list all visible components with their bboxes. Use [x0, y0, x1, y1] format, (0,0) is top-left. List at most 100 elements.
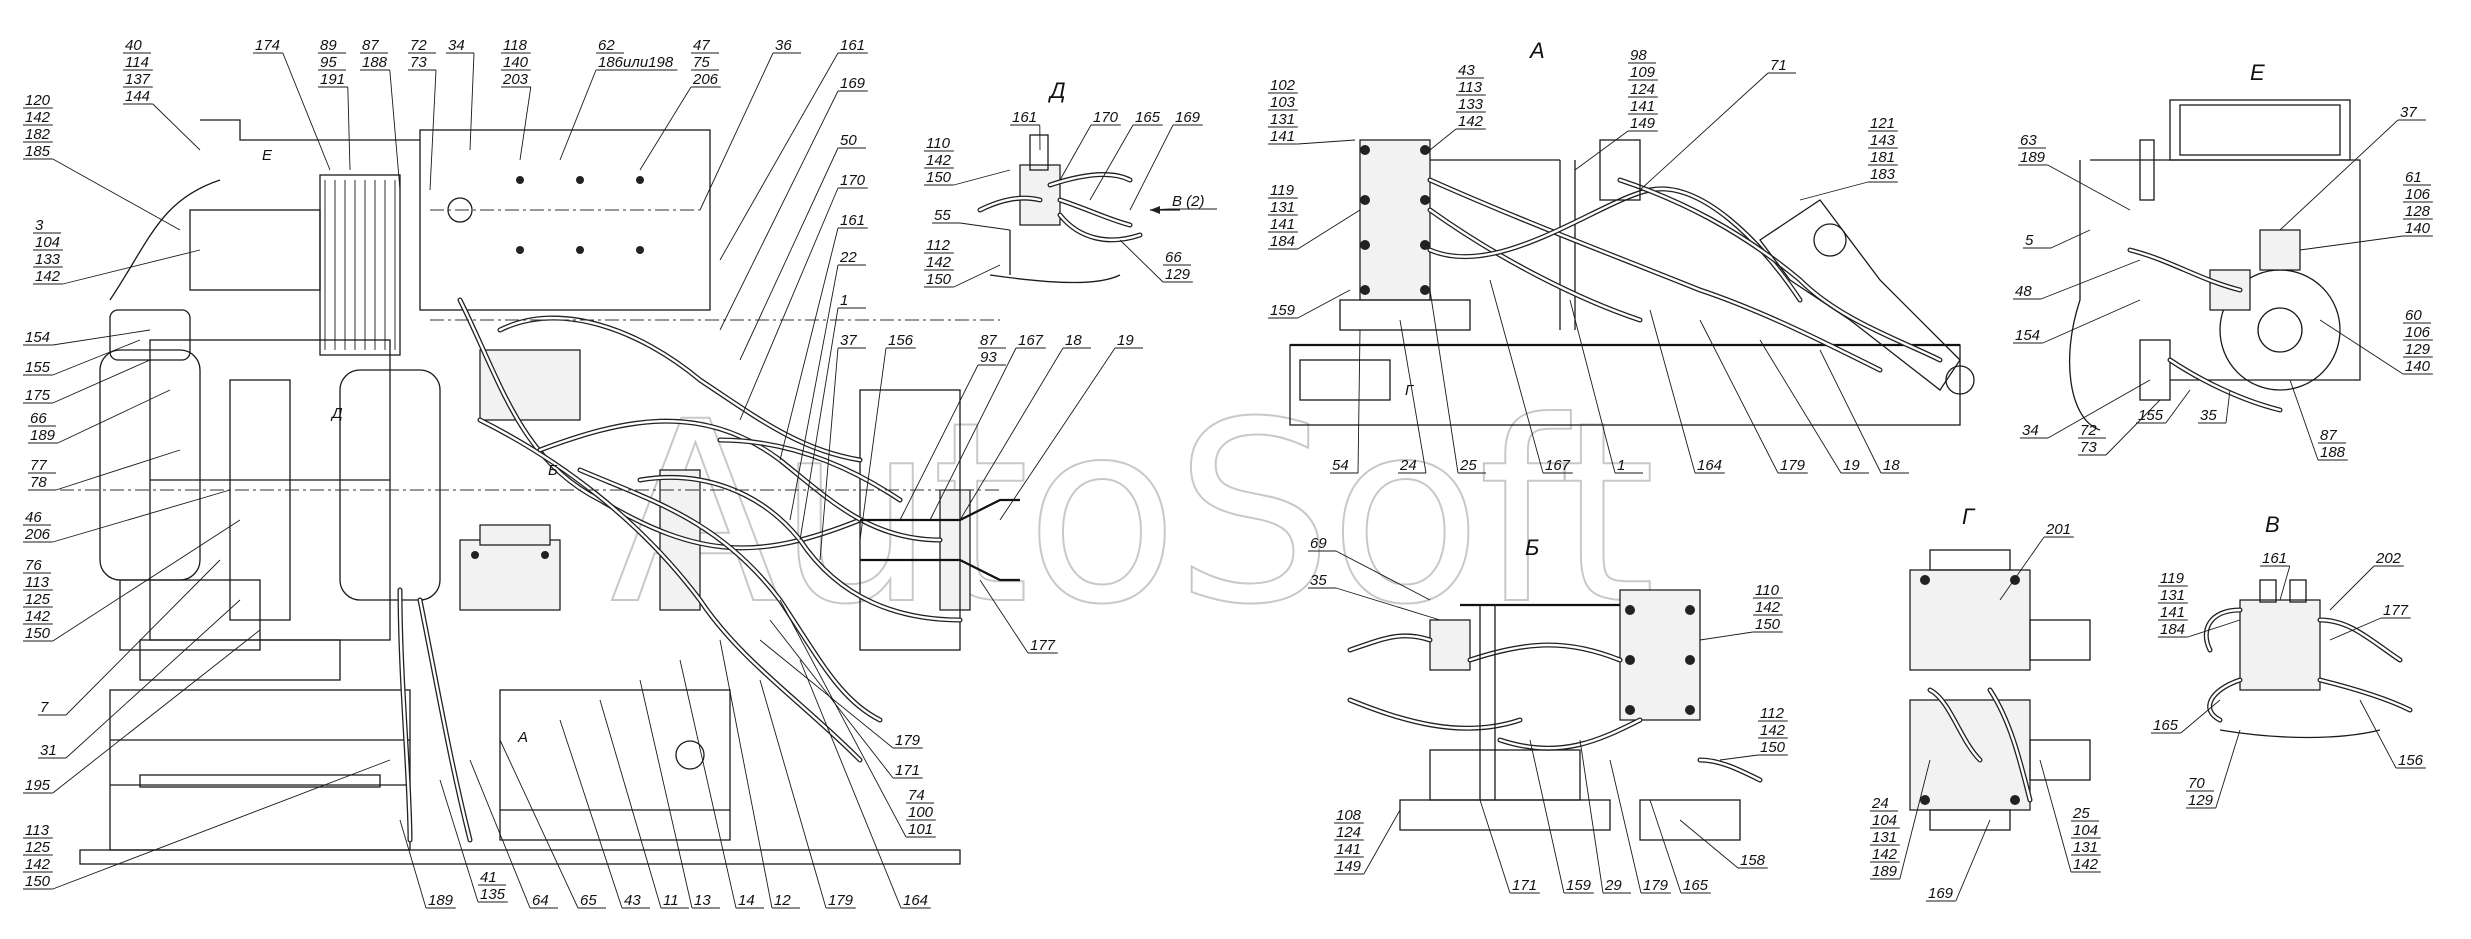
- callout-number: 102: [1270, 77, 1296, 94]
- view-d-title: Д: [1047, 78, 1066, 103]
- callout-number: 89: [320, 37, 337, 54]
- callout-number: 73: [2080, 439, 2097, 456]
- leader-line: [2180, 699, 2221, 734]
- callout-number: 150: [1760, 739, 1786, 756]
- callout-number: 95: [320, 54, 337, 71]
- callout-left-assembly-callouts-45: 179: [826, 892, 856, 909]
- callout-view-a-callouts-7: 54: [1330, 457, 1358, 474]
- callout-number: 73: [410, 54, 427, 71]
- callout-number: 182: [25, 126, 51, 143]
- leader-line: [1479, 799, 1511, 894]
- mark-d: Д: [330, 405, 343, 422]
- callout-number: 29: [1604, 877, 1622, 894]
- callout-number: 141: [1270, 128, 1295, 145]
- callout-number: 142: [25, 856, 51, 873]
- callout-number: 103: [1270, 94, 1296, 111]
- callout-left-assembly-callouts-36: 189: [426, 892, 456, 909]
- leader-line: [1759, 339, 1842, 474]
- callout-number: 129: [2405, 341, 2431, 358]
- callout-number: 87: [980, 332, 997, 349]
- callout-number: 106: [2405, 186, 2431, 203]
- leader-line: [55, 449, 181, 491]
- callout-number: 70: [2188, 775, 2205, 792]
- callout-number: 142: [1760, 722, 1786, 739]
- callout-view-b-callouts-5: 158: [1738, 852, 1768, 869]
- leader-line: [1679, 819, 1739, 869]
- mark-g: Г: [1405, 382, 1415, 399]
- callout-number: 161: [840, 37, 865, 54]
- callout-left-assembly-callouts-10: 161: [838, 37, 868, 54]
- callout-number: 131: [2073, 839, 2098, 856]
- callout-number: 179: [1780, 457, 1806, 474]
- callout-number: 140: [2405, 220, 2431, 237]
- leader-line: [789, 264, 839, 521]
- callout-number: 150: [926, 169, 952, 186]
- leader-line: [52, 329, 151, 346]
- leader-line: [1719, 754, 1759, 761]
- callout-left-assembly-callouts-41: 11: [661, 892, 689, 909]
- callout-number: 37: [840, 332, 857, 349]
- callout-left-assembly-callouts-25: 154: [23, 329, 53, 346]
- leader-line: [739, 187, 839, 421]
- callout-number: 156: [2398, 752, 2424, 769]
- main-assembly-view: [60, 119, 1020, 865]
- callout-number: 37: [2400, 104, 2417, 121]
- view-d: Д: [977, 78, 1180, 284]
- leader-line: [1699, 631, 1754, 641]
- callout-view-b-callouts-8: 29: [1603, 877, 1631, 894]
- callout-number: 159: [1270, 302, 1296, 319]
- leader-line: [759, 679, 827, 909]
- leader-line: [2050, 229, 2091, 249]
- callout-view-d-callouts-5: 55: [932, 207, 960, 224]
- callout-number: 179: [828, 892, 854, 909]
- leader-line: [1579, 739, 1604, 894]
- leader-line: [57, 389, 171, 444]
- leader-line: [1129, 124, 1174, 211]
- leader-line: [639, 679, 693, 909]
- callout-left-assembly-callouts-1: 174: [253, 37, 283, 54]
- callout-number: 161: [840, 212, 865, 229]
- view-e-title: Е: [2250, 60, 2265, 85]
- callout-left-assembly-callouts-15: 22: [838, 249, 866, 266]
- callout-view-b-callouts-7: 159: [1564, 877, 1594, 894]
- callout-number: 202: [2375, 550, 2402, 567]
- mark-e: Е: [262, 147, 273, 164]
- callout-number: 142: [35, 268, 61, 285]
- leader-line: [2319, 319, 2404, 375]
- leader-line: [1399, 319, 1427, 474]
- callout-number: 61: [2405, 169, 2422, 186]
- callout-left-assembly-callouts-46: 164: [901, 892, 931, 909]
- view-v: В: [2203, 512, 2413, 739]
- leader-line: [1089, 124, 1134, 201]
- callout-number: 201: [2045, 521, 2071, 538]
- callout-left-assembly-callouts-26: 155: [23, 359, 53, 376]
- callout-number: 43: [1458, 62, 1475, 79]
- callout-number: 142: [926, 152, 952, 169]
- callout-number: 120: [25, 92, 51, 109]
- callout-view-a-callouts-3: 71: [1768, 57, 1796, 74]
- leader-line: [1649, 309, 1696, 474]
- callout-number: 118: [503, 37, 528, 54]
- leader-line: [52, 519, 241, 642]
- leader-lines: [52, 52, 2404, 909]
- callout-number: 186или198: [598, 54, 674, 71]
- callout-number: 133: [1458, 96, 1484, 113]
- leader-line: [1699, 319, 1779, 474]
- leader-line: [399, 819, 427, 909]
- callout-number: 113: [25, 822, 50, 839]
- leader-line: [799, 659, 902, 909]
- callout-view-e-callouts-10: 35: [2198, 407, 2226, 424]
- callout-number: 121: [1870, 115, 1895, 132]
- callout-number: 161: [1012, 109, 1037, 126]
- leader-line: [2187, 619, 2241, 638]
- callout-number: 128: [2405, 203, 2431, 220]
- leader-line: [347, 86, 351, 171]
- callout-number: 87: [2320, 427, 2337, 444]
